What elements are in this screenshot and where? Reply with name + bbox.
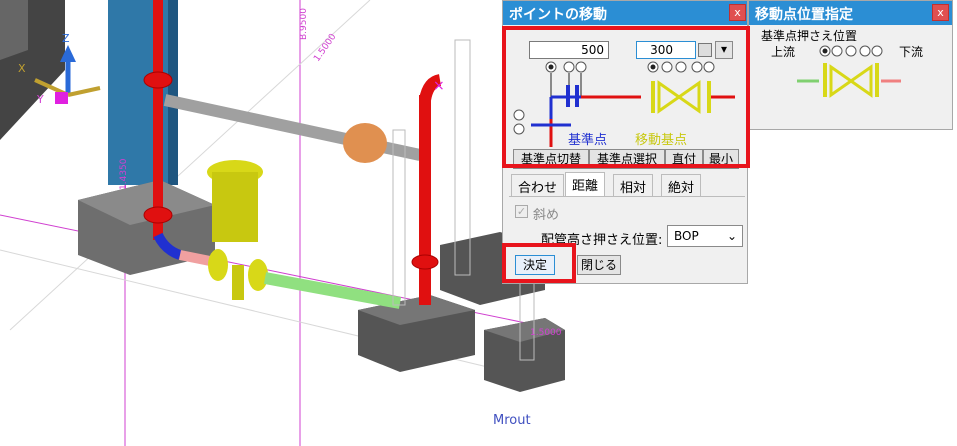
- radio-option[interactable]: [675, 61, 687, 73]
- position-titlebar: 移動点位置指定: [749, 1, 952, 25]
- grid-label: 1.4350: [119, 158, 129, 190]
- diagonal-label: 斜め: [533, 208, 560, 223]
- base-distance-input[interactable]: 500: [529, 41, 609, 59]
- schematic-valve-yellow: [651, 81, 655, 113]
- downstream-label: 下流: [899, 45, 924, 59]
- radio-option[interactable]: [703, 61, 715, 73]
- axis-y-line: [67, 86, 101, 97]
- tab-distance[interactable]: 距離: [565, 172, 606, 196]
- radio-option[interactable]: [871, 45, 883, 57]
- schematic-valve-yellow: [823, 63, 827, 97]
- pipe-flange: [143, 71, 173, 89]
- valve-orange: [343, 123, 387, 163]
- wire-frame: [454, 39, 471, 276]
- radio-dot: [650, 64, 656, 70]
- concrete-base: [358, 295, 475, 325]
- move-point-position-dialog: 移動点位置指定 x 基準点押さえ位置 上流 下流: [748, 0, 953, 130]
- move-point-title: ポイントの移動: [509, 7, 607, 23]
- valve-yellow-flange: [208, 249, 228, 281]
- viewport-bottom-label: Mrout: [493, 413, 531, 428]
- move-distance-input[interactable]: 300: [636, 41, 696, 59]
- axis-y-label: Y: [36, 93, 44, 106]
- group-label: 基準点押さえ位置: [761, 29, 858, 43]
- concrete-base: [78, 180, 215, 225]
- move-point-dialog: ポイントの移動 x 500 300 ▾ 基準点 移動基点 基準点切: [502, 0, 748, 284]
- move-point-marker[interactable]: ×: [433, 78, 445, 94]
- schematic-valve-yellow: [707, 81, 711, 113]
- radio-dot: [822, 48, 828, 54]
- pipe-schematic: [513, 61, 735, 147]
- diagonal-checkbox[interactable]: ✓: [515, 205, 528, 218]
- grid-label: 1.5000: [312, 32, 338, 64]
- wire-frame: [392, 129, 406, 306]
- chevron-down-icon: ⌄: [726, 229, 737, 243]
- schematic-flange-blue: [566, 85, 570, 107]
- pipe-blue-elbow: [153, 232, 182, 260]
- close-icon[interactable]: x: [932, 4, 949, 21]
- ok-button[interactable]: 決定: [515, 255, 555, 275]
- valve-yellow-flange: [248, 259, 268, 291]
- pipe-red-elbow: [419, 74, 442, 102]
- radio-option[interactable]: [661, 61, 673, 73]
- grid-label: B.9500: [299, 8, 309, 40]
- radio-option[interactable]: [513, 123, 525, 135]
- valve-yellow-drain: [232, 265, 244, 300]
- tab-align[interactable]: 合わせ: [511, 174, 565, 196]
- schematic-valve-yellow: [829, 64, 873, 98]
- direct-attach-button[interactable]: 直付: [665, 149, 703, 169]
- schematic-flange-blue: [575, 85, 579, 107]
- pipe-green: [263, 272, 402, 309]
- switch-base-point-button[interactable]: 基準点切替: [513, 149, 589, 169]
- radio-option[interactable]: [513, 109, 525, 121]
- radio-option[interactable]: [563, 61, 575, 73]
- position-schematic: [797, 45, 901, 98]
- close-button[interactable]: 閉じる: [577, 255, 621, 275]
- valve-yellow-body: [212, 172, 258, 242]
- axis-x-label: X: [18, 62, 26, 75]
- select-base-point-button[interactable]: 基準点選択: [589, 149, 665, 169]
- schematic-valve-yellow: [657, 80, 701, 114]
- height-position-label: 配管高さ押さえ位置:: [541, 233, 663, 248]
- radio-option[interactable]: [831, 45, 843, 57]
- axis-origin: [55, 92, 68, 104]
- tab-absolute[interactable]: 絶対: [661, 174, 702, 196]
- grid-label: 1.5000: [530, 328, 562, 338]
- radio-option[interactable]: [859, 45, 871, 57]
- position-title: 移動点位置指定: [755, 7, 853, 23]
- move-point-label: 移動基点: [635, 133, 688, 148]
- close-icon[interactable]: x: [729, 4, 746, 21]
- pipe-flange: [143, 206, 173, 224]
- guide-line: [9, 0, 371, 331]
- radio-dot: [548, 64, 554, 70]
- upstream-label: 上流: [771, 45, 796, 59]
- height-position-value: BOP: [674, 229, 699, 243]
- equipment-block: [0, 0, 28, 60]
- schematic-valve-yellow: [875, 63, 879, 97]
- tab-relative[interactable]: 相対: [613, 174, 654, 196]
- radio-option[interactable]: [691, 61, 703, 73]
- concrete-base: [484, 318, 565, 342]
- axis-z-label: Z: [62, 32, 70, 45]
- radio-option[interactable]: [575, 61, 587, 73]
- move-point-titlebar: ポイントの移動: [503, 1, 747, 25]
- axis-z-arrow: [60, 45, 76, 62]
- minimum-button[interactable]: 最小: [703, 149, 739, 169]
- calculator-icon[interactable]: [698, 43, 712, 57]
- steel-column: [168, 0, 178, 185]
- tab-content: [509, 196, 745, 197]
- radio-option[interactable]: [845, 45, 857, 57]
- base-point-label: 基準点: [568, 133, 608, 148]
- height-position-select[interactable]: BOP ⌄: [667, 225, 743, 247]
- pipe-flange: [411, 254, 439, 270]
- dropdown-button[interactable]: ▾: [715, 41, 733, 59]
